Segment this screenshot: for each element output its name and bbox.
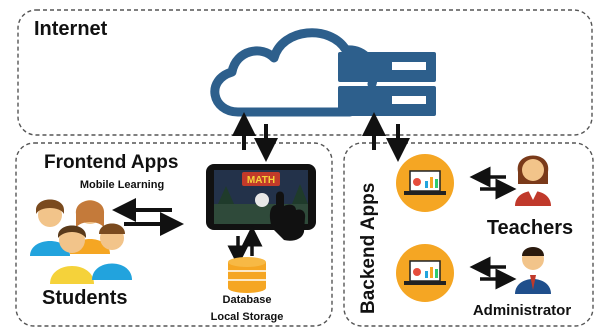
student-tablet-arrows — [112, 198, 184, 236]
frontend-region — [15, 142, 333, 327]
cloud-icon — [210, 28, 378, 117]
internet-title: Internet — [34, 18, 108, 40]
frontend-internet-arrows — [232, 112, 278, 162]
admin-laptop-icon — [396, 244, 454, 302]
teacher-laptop-icon — [396, 154, 454, 212]
database-icon — [228, 257, 266, 293]
mobile-learning-label: Mobile Learning — [80, 179, 164, 191]
teachers-label: Teachers — [487, 217, 573, 239]
administrator-label: Administrator — [473, 302, 572, 319]
backend-title: Backend Apps — [358, 183, 379, 314]
internet-region — [17, 9, 593, 136]
students-icon — [30, 199, 132, 284]
students-label: Students — [42, 287, 128, 309]
backend-internet-arrows — [362, 112, 410, 162]
admin-avatar-icon — [515, 247, 551, 294]
teacher-arrows — [469, 166, 517, 200]
teacher-avatar-icon — [515, 155, 551, 206]
tablet-database-arrows — [227, 225, 263, 267]
tablet-logo: MATH — [247, 175, 275, 186]
admin-arrows — [469, 256, 517, 290]
backend-region — [343, 142, 594, 327]
hand-icon — [269, 191, 306, 241]
local-storage-label: Local Storage — [211, 311, 284, 323]
frontend-title: Frontend Apps — [44, 152, 178, 173]
database-label: Database — [223, 294, 272, 306]
server-icon — [338, 52, 436, 116]
